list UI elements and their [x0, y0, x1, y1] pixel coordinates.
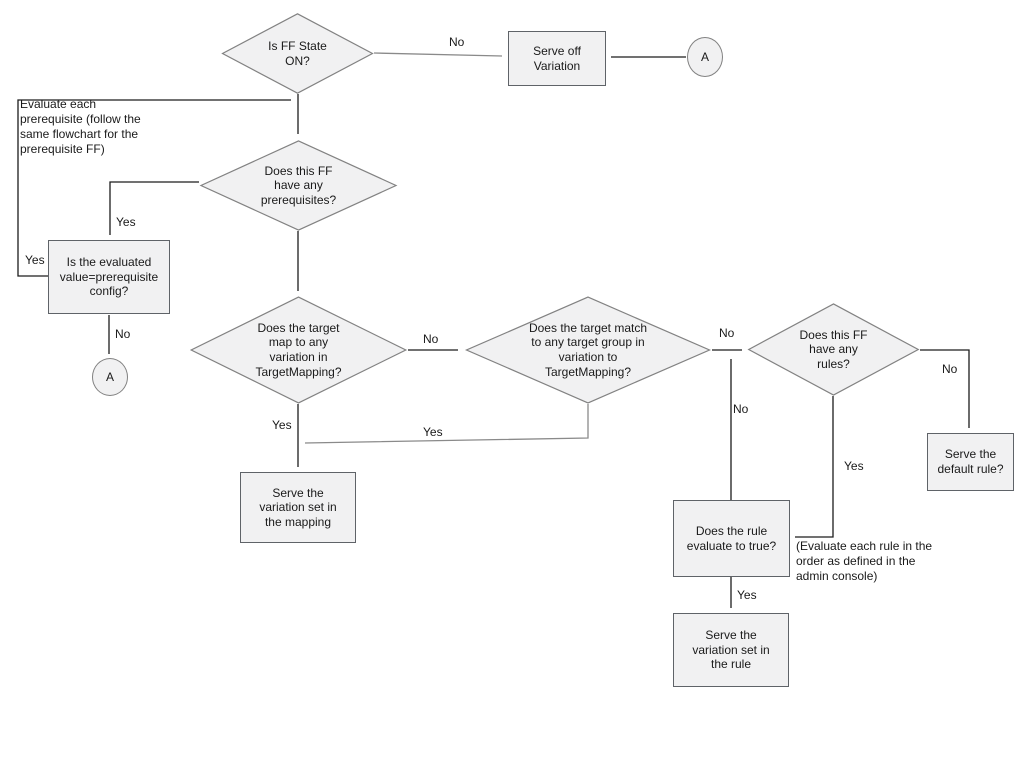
process-label: Serve off Variation — [533, 43, 581, 73]
decision-label: Does this FF have any prerequisites? — [260, 163, 337, 207]
process-serve-variation-mapping: Serve the variation set in the mapping — [240, 472, 356, 543]
edge-targetgroup-yes-to-serve-mapping — [304, 404, 589, 444]
diamond-shape — [189, 296, 408, 404]
decision-is-ff-state-on: Is FF State ON? — [221, 13, 374, 94]
edge-label-yes-rules: Yes — [844, 459, 864, 473]
process-rule-evaluates-true: Does the rule evaluate to true? — [673, 500, 790, 577]
connector-a-bottom: A — [92, 358, 128, 396]
process-serve-off-variation: Serve off Variation — [508, 31, 606, 86]
edge-label-no-rule-retry: No — [733, 402, 749, 416]
edge-label-yes-target-group: Yes — [423, 425, 443, 439]
edge-rules-yes-to-ruleeval — [795, 396, 834, 538]
edge-label-yes-target-map: Yes — [272, 418, 292, 432]
connector-label: A — [105, 369, 114, 384]
process-evaluated-value: Is the evaluated value=prerequisite conf… — [48, 240, 170, 314]
note-evaluate-prerequisite: Evaluate each prerequisite (follow the s… — [20, 97, 141, 156]
process-label: Is the evaluated value=prerequisite conf… — [59, 255, 159, 299]
process-serve-default-rule: Serve the default rule? — [927, 433, 1014, 491]
edge-label-no-target-group: No — [719, 326, 735, 340]
diamond-shape — [747, 303, 920, 396]
decision-label: Does the target map to any variation in … — [255, 320, 342, 379]
connector-label: A — [700, 49, 709, 64]
decision-has-rules: Does this FF have any rules? — [747, 303, 920, 396]
decision-label: Is FF State ON? — [268, 38, 327, 68]
edge-label-no-prereq-fail: No — [115, 327, 131, 341]
connector-a-top: A — [687, 37, 723, 77]
decision-has-prerequisites: Does this FF have any prerequisites? — [199, 140, 398, 231]
edge-ffstate-no-to-serve-off — [373, 52, 503, 57]
process-label: Serve the variation set in the rule — [692, 628, 770, 672]
edge-label-yes-rule-true: Yes — [737, 588, 757, 602]
edge-label-yes-prereq: Yes — [116, 215, 136, 229]
decision-label: Does this FF have any rules? — [799, 327, 868, 371]
edge-label-no-ff-off: No — [449, 35, 465, 49]
note-rules-order: (Evaluate each rule in the order as defi… — [796, 539, 933, 583]
process-serve-variation-rule: Serve the variation set in the rule — [673, 613, 789, 687]
edge-label-no-rules: No — [942, 362, 958, 376]
decision-label: Does the target match to any target grou… — [528, 320, 648, 379]
process-label: Does the rule evaluate to true? — [686, 523, 777, 553]
diamond-shape — [464, 296, 712, 404]
decision-target-group: Does the target match to any target grou… — [464, 296, 712, 404]
decision-target-mapping: Does the target map to any variation in … — [189, 296, 408, 404]
process-label: Serve the default rule? — [937, 447, 1004, 476]
diamond-shape — [221, 13, 374, 94]
process-label: Serve the variation set in the mapping — [259, 485, 337, 529]
edge-label-yes-prereq-return: Yes — [25, 253, 45, 267]
edge-label-no-target-map: No — [423, 332, 439, 346]
